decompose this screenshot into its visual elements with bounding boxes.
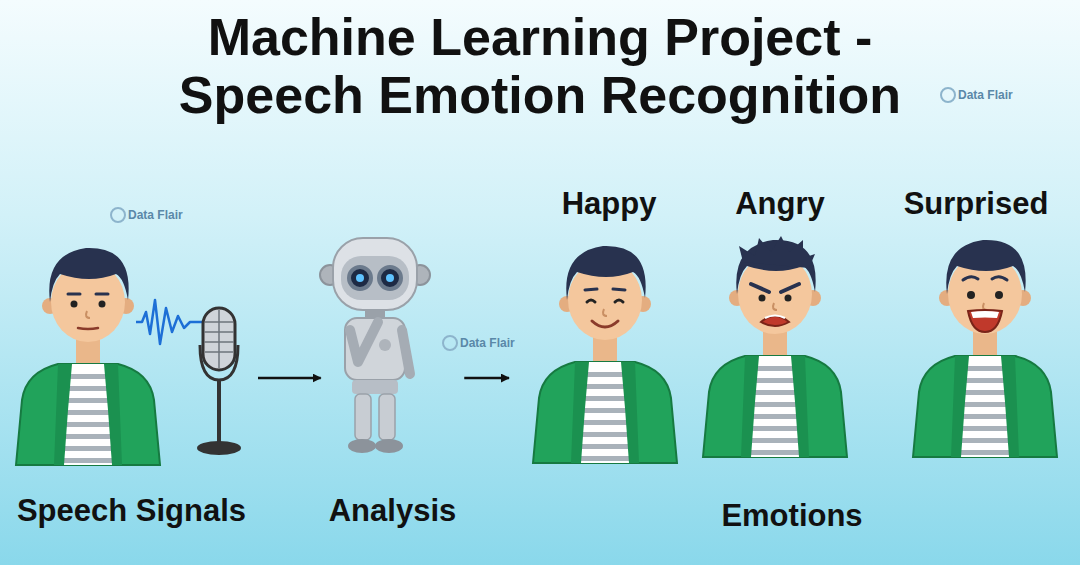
watermark: Data Flair	[128, 208, 183, 222]
watermark: Data Flair	[958, 88, 1013, 102]
surprised-person	[913, 240, 1057, 457]
microphone	[197, 308, 241, 455]
emotion-figure: Happy	[524, 185, 694, 475]
happy-person	[533, 246, 677, 463]
speaker-person	[16, 248, 160, 465]
node-label: Surprised	[904, 185, 1049, 223]
emotion-figure: Angry	[700, 185, 860, 475]
flow-arrow	[464, 377, 509, 380]
emotion-figure: Surprised	[882, 185, 1070, 475]
flow-arrow	[258, 377, 321, 380]
watermark-icon	[111, 88, 955, 350]
node-label: Happy	[562, 185, 657, 223]
speech-input-group: Speech Signals	[8, 235, 255, 530]
angry-person	[703, 236, 847, 457]
watermark: Data Flair	[460, 336, 515, 350]
node-label: Analysis	[329, 492, 457, 530]
node-label: Emotions	[721, 497, 862, 535]
diagram-title: Machine Learning Project - Speech Emotio…	[140, 8, 940, 124]
node-label: Speech Signals	[17, 492, 246, 530]
robot	[320, 238, 430, 453]
analysis-robot: Analysis	[324, 235, 462, 530]
emotions-group: Emotions Happy Angry Surprised	[512, 180, 1072, 535]
sound-wave	[136, 300, 202, 344]
node-label: Angry	[735, 185, 825, 223]
